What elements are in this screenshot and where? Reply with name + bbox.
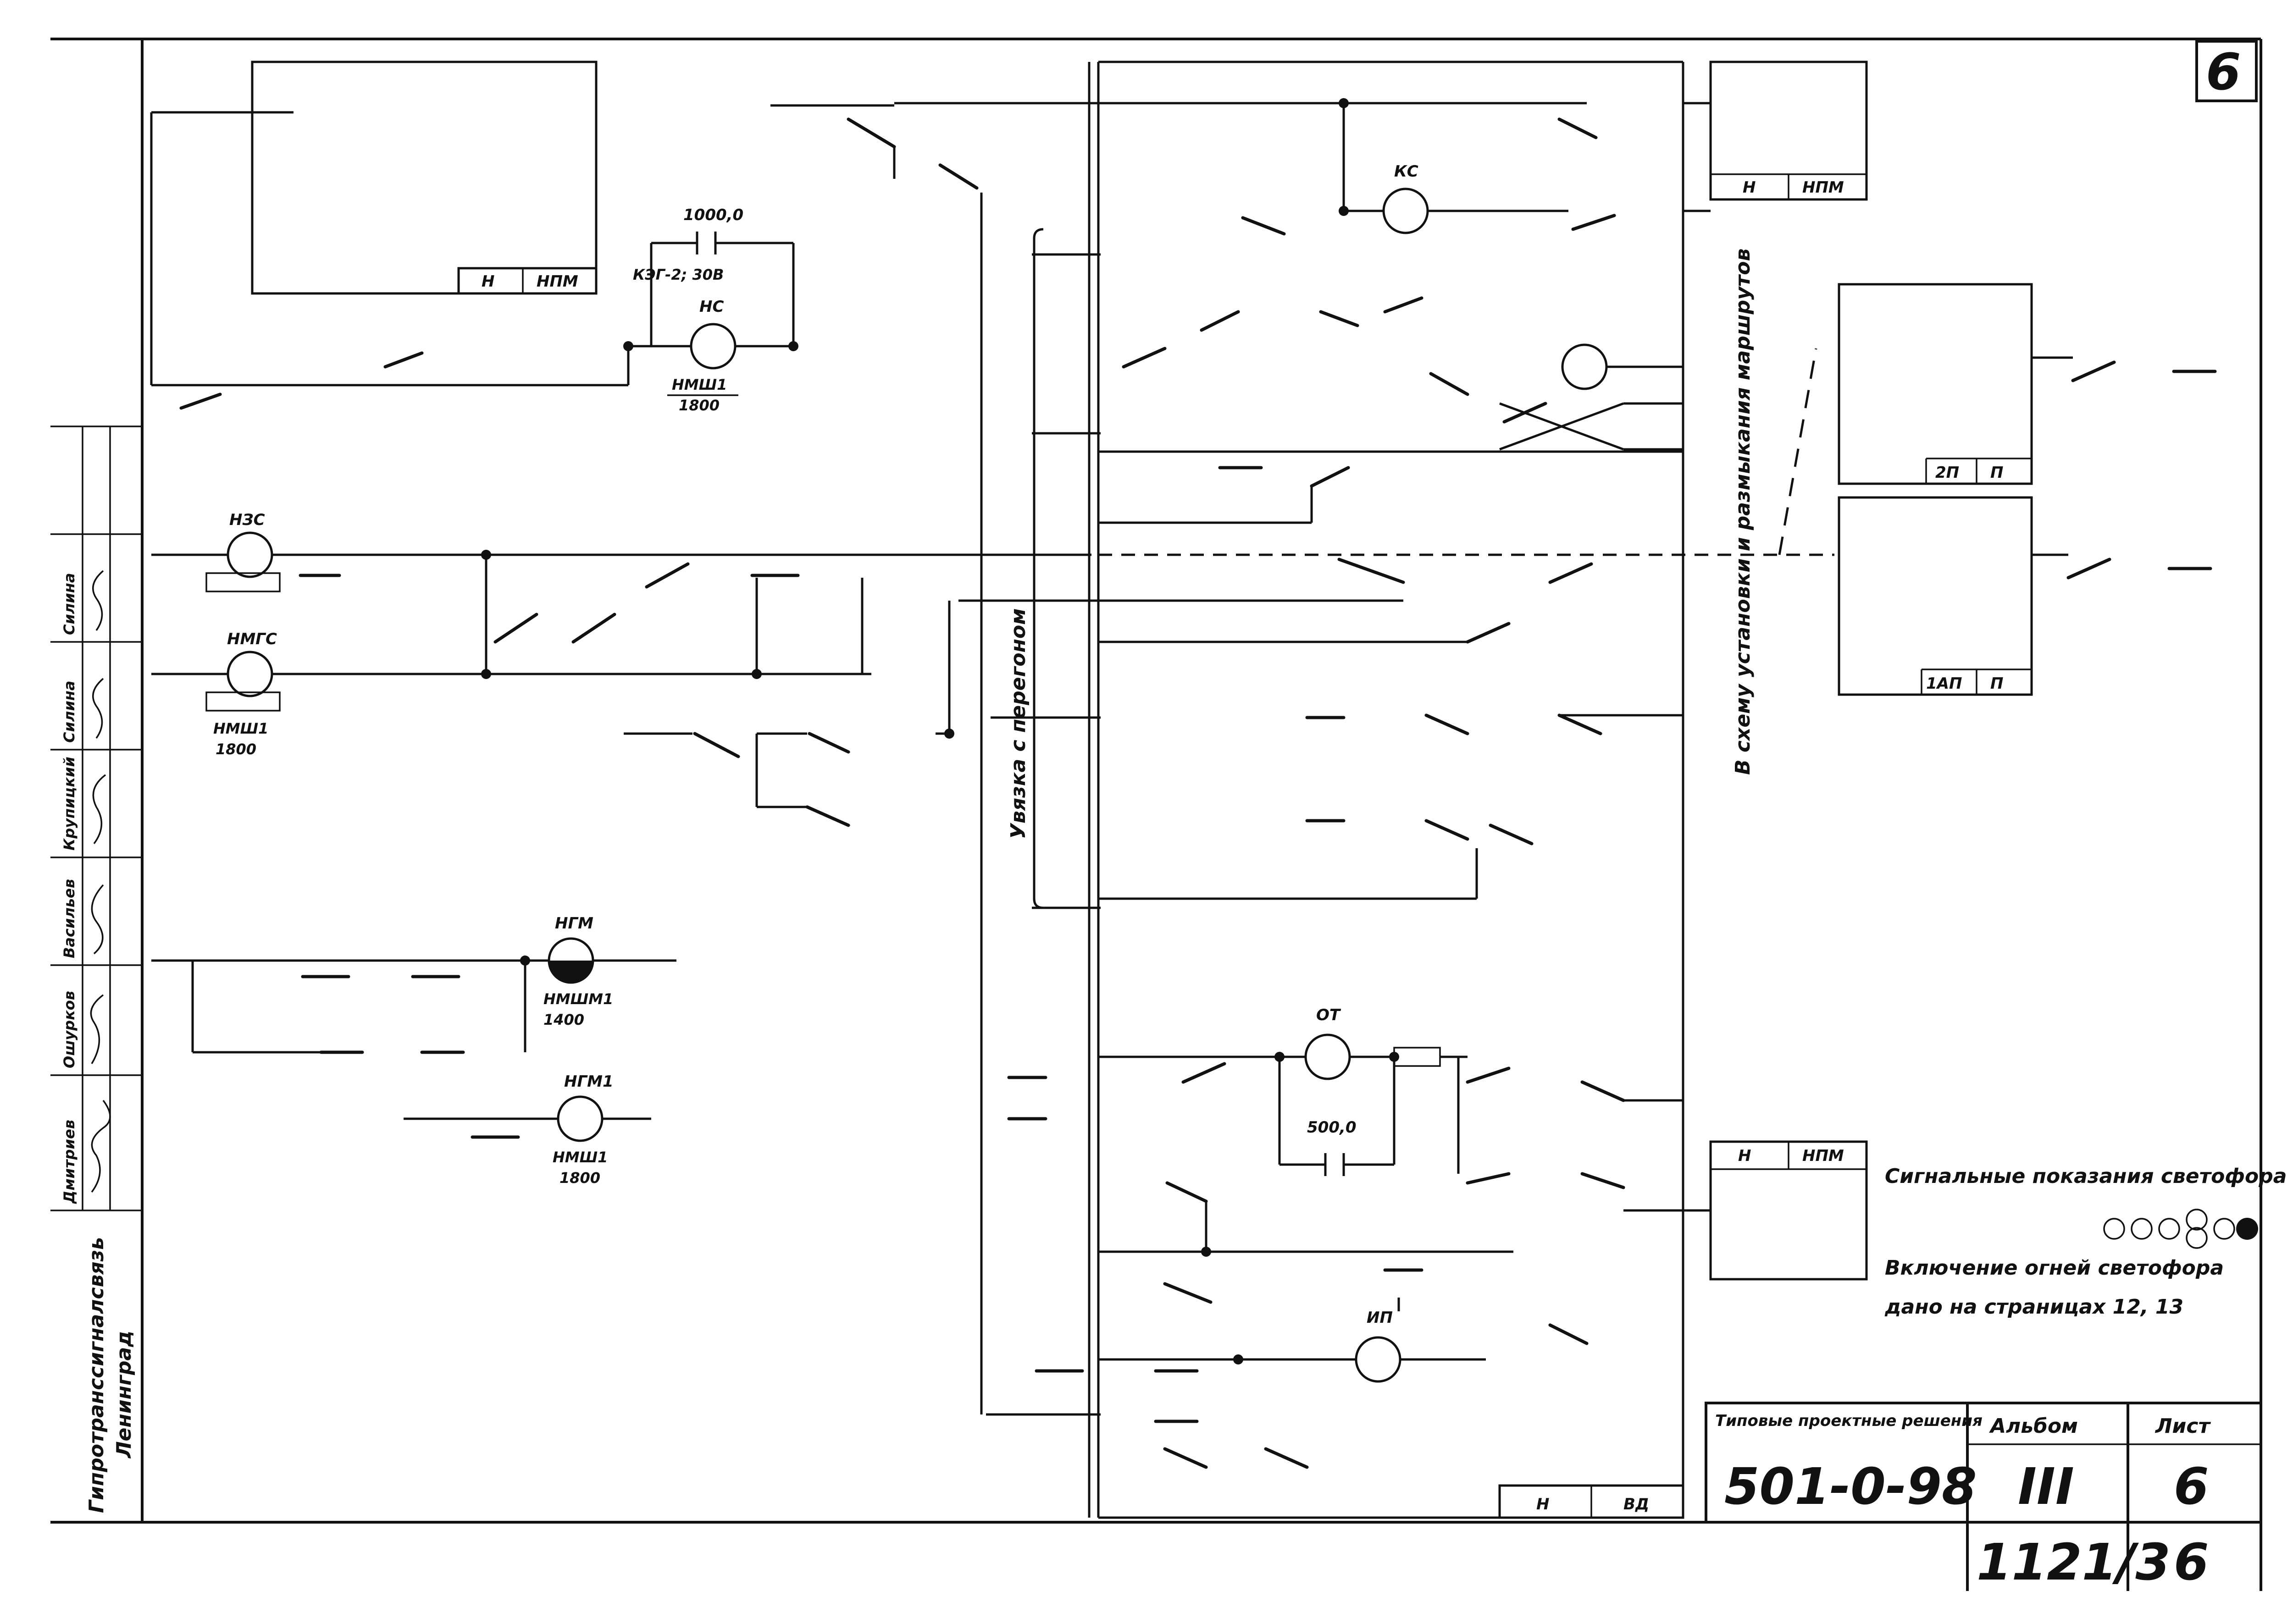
aspect-hatched-icon bbox=[2103, 1218, 2125, 1240]
signature-1 bbox=[91, 1099, 111, 1193]
signer-1: Дмитриев bbox=[61, 1120, 78, 1204]
svg-text:Н: Н bbox=[1743, 178, 1756, 197]
svg-text:НПМ: НПМ bbox=[1802, 1147, 1844, 1165]
sheet-value: 6 bbox=[2174, 1457, 2209, 1516]
signature-4 bbox=[92, 774, 106, 845]
note-lights-line: Включение огней светофора bbox=[1885, 1256, 2224, 1280]
block-box-2p: 2П П bbox=[1838, 283, 2033, 485]
aspect-flash-icon bbox=[2213, 1218, 2235, 1240]
title-block: Типовые проектные решения 501-0-98 Альбо… bbox=[1705, 1402, 2262, 1591]
svg-text:500,0: 500,0 bbox=[1307, 1118, 1357, 1137]
signer-6: Силина bbox=[61, 573, 78, 635]
signature-6 bbox=[92, 570, 104, 631]
signer-4: Крупицкий bbox=[61, 757, 78, 851]
label-uvyazka: Увязка с перегоном bbox=[1007, 608, 1030, 839]
relay-unlabeled bbox=[1561, 343, 1608, 390]
org-stamp: Гипротрансcигналсвязь Ленинград Дмитриев… bbox=[61, 570, 136, 1513]
album-label: Альбом bbox=[1989, 1414, 2078, 1438]
aspect-hatched-icon bbox=[2186, 1227, 2208, 1249]
svg-text:НПМ: НПМ bbox=[537, 272, 578, 291]
svg-text:НМГС: НМГС bbox=[227, 630, 277, 648]
route-links bbox=[1683, 102, 2217, 1212]
signature-3 bbox=[91, 884, 104, 955]
svg-text:НПМ: НПМ bbox=[1802, 178, 1844, 197]
block-box-top-route: Н НПМ bbox=[1709, 61, 1868, 201]
signature-5 bbox=[92, 678, 104, 739]
svg-text:НГМ1: НГМ1 bbox=[564, 1072, 614, 1091]
relay-ngm1: НГМ1 НМШ1 1800 bbox=[553, 1072, 614, 1187]
org-city: Ленинград bbox=[112, 1331, 136, 1459]
signature-2 bbox=[90, 994, 104, 1064]
svg-text:НЗС: НЗС bbox=[229, 511, 265, 529]
junction-dots bbox=[481, 98, 1399, 1364]
svg-text:КЭГ-2; 30В: КЭГ-2; 30В bbox=[633, 266, 724, 283]
album-value: III bbox=[2018, 1457, 2074, 1516]
aspect-hatched-icon bbox=[2186, 1209, 2208, 1231]
svg-text:НМШ1: НМШ1 bbox=[672, 376, 727, 393]
note-pages-line: дано на страницах 12, 13 bbox=[1884, 1295, 2183, 1319]
svg-text:НС: НС bbox=[699, 298, 724, 316]
drawing-frame bbox=[50, 38, 2262, 1591]
project-code: 501-0-98 bbox=[1724, 1457, 1977, 1516]
sheet-badge: 6 bbox=[2195, 40, 2258, 102]
svg-text:НГМ: НГМ bbox=[555, 914, 593, 933]
relay-nzs: НЗС bbox=[205, 511, 281, 592]
svg-text:НМШМ1: НМШМ1 bbox=[543, 990, 613, 1008]
aspect-filled-icon bbox=[2236, 1218, 2258, 1240]
svg-text:1400: 1400 bbox=[543, 1011, 584, 1028]
central-panel: Увязка с перегоном В схему установки и р… bbox=[1007, 61, 1755, 1519]
svg-text:П: П bbox=[1990, 464, 2003, 482]
sheet-label: Лист bbox=[2155, 1414, 2211, 1438]
relay-ngm: НГМ НМШМ1 1400 bbox=[543, 914, 613, 1028]
org-name: Гипротрансcигналсвязь bbox=[85, 1237, 108, 1513]
svg-text:2П: 2П bbox=[1935, 464, 1959, 482]
signer-5: Силина bbox=[61, 681, 78, 743]
block-box-topleft: Н НПМ bbox=[457, 267, 598, 295]
inventory-number: 1121/3 bbox=[1977, 1533, 2171, 1591]
signal-notes: Сигнальные показания светофора „Н": Вклю… bbox=[1884, 1165, 2293, 1319]
svg-text:1800: 1800 bbox=[559, 1169, 600, 1187]
aspect-empty-icon bbox=[2158, 1218, 2180, 1240]
svg-text:1800: 1800 bbox=[216, 740, 256, 758]
svg-text:ОТ: ОТ bbox=[1316, 1006, 1341, 1024]
svg-text:НМШ1: НМШ1 bbox=[553, 1149, 608, 1166]
relay-ns: НС НМШ1 1800 bbox=[667, 298, 738, 414]
relay-ks: КС bbox=[1382, 162, 1429, 234]
capacitors: 1000,0 КЭГ-2; 30В 500,0 bbox=[633, 206, 1394, 1176]
svg-text:НМШ1: НМШ1 bbox=[213, 720, 268, 737]
block-box-1ap: 1АП П bbox=[1838, 496, 2033, 696]
svg-text:1800: 1800 bbox=[679, 397, 720, 414]
note-signal-aspects: Сигнальные показания светофора „Н": bbox=[1885, 1165, 2293, 1188]
aspect-hatched-icon bbox=[2131, 1218, 2153, 1240]
block-box-bottom: Н ВД bbox=[1498, 1484, 1684, 1519]
sheet-badge-number: 6 bbox=[2206, 43, 2241, 101]
svg-text:КС: КС bbox=[1394, 162, 1418, 181]
svg-text:1000,0: 1000,0 bbox=[683, 206, 743, 224]
title-header: Типовые проектные решения bbox=[1715, 1412, 1983, 1430]
relay-coils: НС НМШ1 1800 НЗС НМГС НМШ1 1800 НГМ НМШМ… bbox=[205, 162, 1608, 1383]
svg-text:Н: Н bbox=[1738, 1147, 1751, 1165]
svg-text:Н: Н bbox=[482, 272, 494, 291]
inventory-sheet: 6 bbox=[2174, 1533, 2209, 1591]
signer-3: Васильев bbox=[61, 879, 78, 958]
svg-text:ИП: ИП bbox=[1367, 1309, 1393, 1327]
relay-ot: ОТ bbox=[1304, 1006, 1351, 1080]
capacitor-1000: 1000,0 КЭГ-2; 30В bbox=[633, 206, 793, 283]
label-route-scheme: В схему установки и размыкания маршрутов bbox=[1731, 249, 1755, 775]
wiring bbox=[150, 61, 1683, 1469]
block-box-mid-route: Н НПМ bbox=[1709, 1140, 1868, 1281]
svg-text:ВД: ВД bbox=[1623, 1495, 1649, 1514]
svg-text:П: П bbox=[1990, 674, 2003, 693]
svg-text:1АП: 1АП bbox=[1926, 674, 1962, 693]
relay-ip: ИП bbox=[1355, 1309, 1401, 1383]
relay-nmgs: НМГС НМШ1 1800 bbox=[205, 630, 281, 758]
svg-text:Н: Н bbox=[1536, 1495, 1549, 1514]
capacitor-500: 500,0 bbox=[1279, 1118, 1394, 1176]
signer-2: Ошурков bbox=[61, 991, 78, 1068]
signal-aspect-icons bbox=[2103, 1209, 2258, 1249]
block-boxes: Н НПМ Н НПМ 2П П 1АП П bbox=[457, 61, 2033, 1519]
